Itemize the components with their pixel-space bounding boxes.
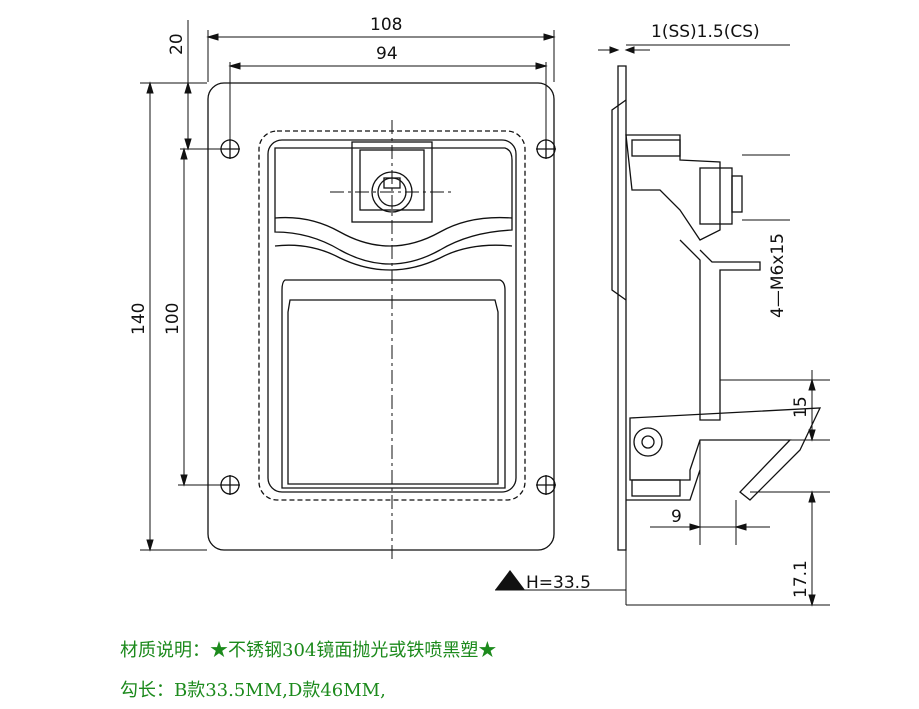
- dim-screws: 4—M6x15: [768, 233, 788, 318]
- side-hook-bracket: [679, 239, 761, 421]
- paddle: [281, 279, 506, 489]
- dim-width-holes: 94: [376, 44, 398, 64]
- side-plate: [617, 65, 627, 551]
- dim-bottom-height: 17.1: [791, 560, 811, 598]
- side-lock-body: [699, 167, 733, 225]
- side-view: [611, 65, 822, 551]
- technical-drawing: 108 94 20 140 100 1(SS)1.5(CS) 4—M6x15 1…: [129, 15, 830, 607]
- wave-line: [274, 216, 513, 247]
- centerlines: [330, 120, 455, 560]
- lock-housing: [274, 147, 513, 265]
- side-latch: [629, 407, 822, 501]
- dim-height-holes: 100: [163, 303, 183, 335]
- depth-triangle: [495, 570, 525, 590]
- dim-hook-offset: 9: [671, 507, 682, 527]
- side-flange: [611, 99, 627, 301]
- dim-depth: H=33.5: [526, 573, 591, 593]
- side-dimension-lines: [495, 44, 830, 607]
- side-screw-bottom: [631, 479, 681, 497]
- dim-thickness: 1(SS)1.5(CS): [651, 22, 760, 42]
- side-lock-nut: [731, 175, 743, 213]
- front-dimension-lines: [140, 20, 556, 552]
- paddle-inner: [287, 299, 499, 485]
- side-screw-top: [631, 139, 681, 157]
- side-bottom-lip: [626, 469, 701, 501]
- outer-plate: [207, 82, 555, 551]
- dim-width-outer: 108: [370, 15, 402, 35]
- side-pivot: [633, 427, 663, 457]
- side-pivot-inner: [641, 435, 655, 449]
- hook-length-caption: 勾长：B款33.5MM,D款46MM,: [120, 680, 386, 701]
- wave-line-2: [274, 244, 513, 271]
- front-view: [207, 82, 556, 560]
- material-caption: 材质说明：★不锈钢304镜面抛光或铁喷黑塑★: [120, 640, 497, 661]
- dim-hook-height: 15: [791, 396, 811, 418]
- dim-top-offset: 20: [167, 33, 187, 55]
- dim-height-outer: 140: [129, 303, 149, 335]
